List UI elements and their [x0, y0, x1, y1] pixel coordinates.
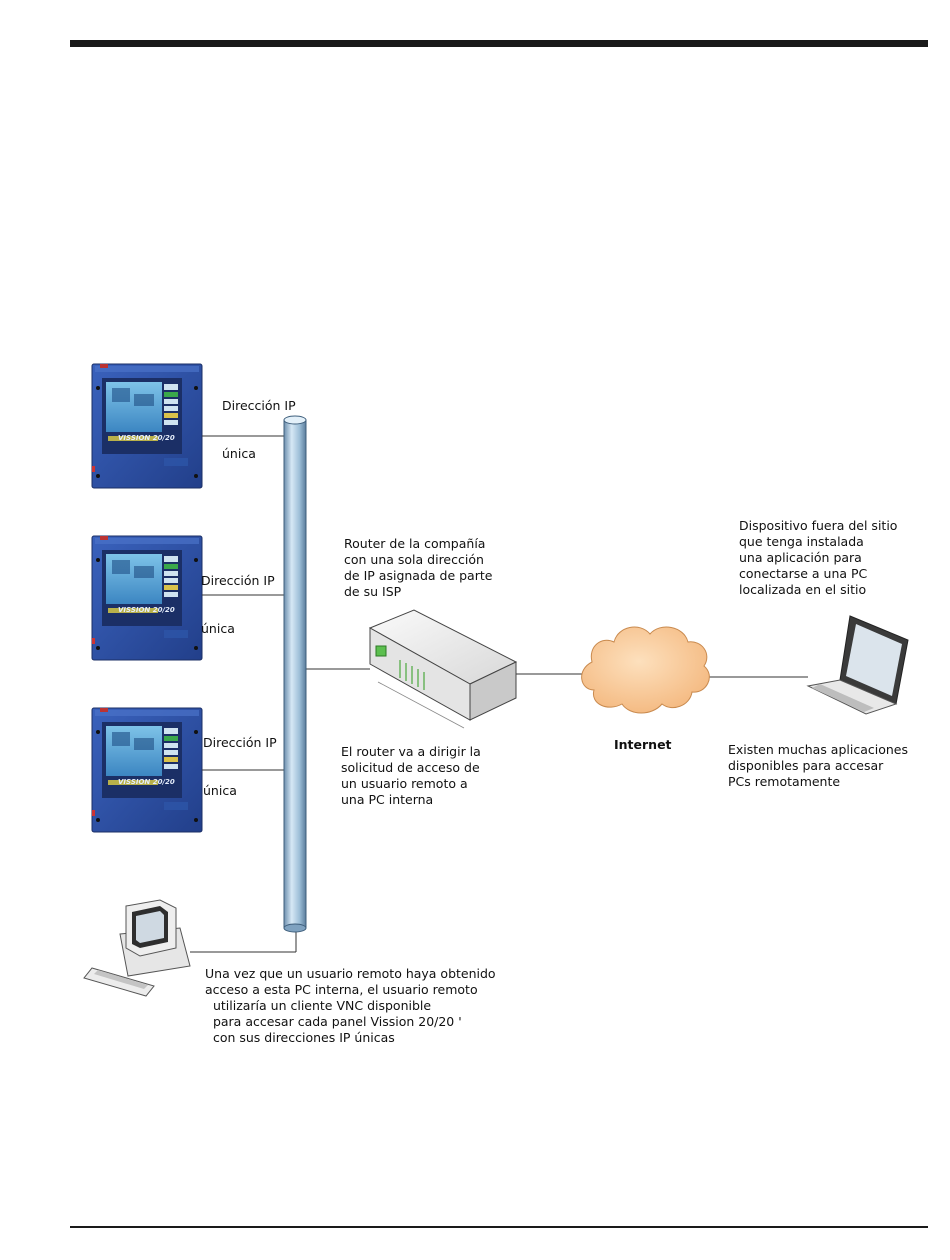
desktop-pc-icon — [83, 899, 191, 997]
vission-panel-3 — [91, 707, 203, 833]
laptop-icon — [806, 615, 909, 715]
router-label: Router de la compañía con una sola direc… — [344, 536, 493, 599]
remote-device-label: Dispositivo fuera del sitio que tenga in… — [739, 518, 898, 597]
vission-panel-1 — [91, 363, 203, 489]
internet-cloud-icon — [581, 626, 710, 714]
remote-apps-note: Existen muchas aplicaciones disponibles … — [728, 742, 908, 789]
ip-label-1-line1: Dirección IP — [222, 398, 296, 413]
panel-brand-2: VISSION 20/20 — [118, 606, 175, 614]
ip-label-2-line2: única — [201, 621, 235, 636]
panel-brand-1: VISSION 20/20 — [118, 434, 175, 442]
internet-label: Internet — [614, 737, 672, 752]
router — [368, 609, 518, 729]
ip-label-3-line2: única — [203, 783, 237, 798]
ip-label-1-line2: única — [222, 446, 256, 461]
ip-label-2-line1: Dirección IP — [201, 573, 275, 588]
network-backbone — [283, 415, 307, 933]
vission-panel-2 — [91, 535, 203, 661]
ip-label-2: Dirección IP única — [201, 541, 275, 653]
internal-pc-note: Una vez que un usuario remoto haya obten… — [205, 966, 496, 1045]
ip-label-3: Dirección IP única — [203, 703, 277, 815]
router-note: El router va a dirigir la solicitud de a… — [341, 744, 481, 807]
footer-rule — [70, 1226, 928, 1228]
panel-brand-3: VISSION 20/20 — [118, 778, 175, 786]
ip-label-1: Dirección IP única — [222, 366, 296, 478]
header-rule — [70, 40, 928, 47]
ip-label-3-line1: Dirección IP — [203, 735, 277, 750]
